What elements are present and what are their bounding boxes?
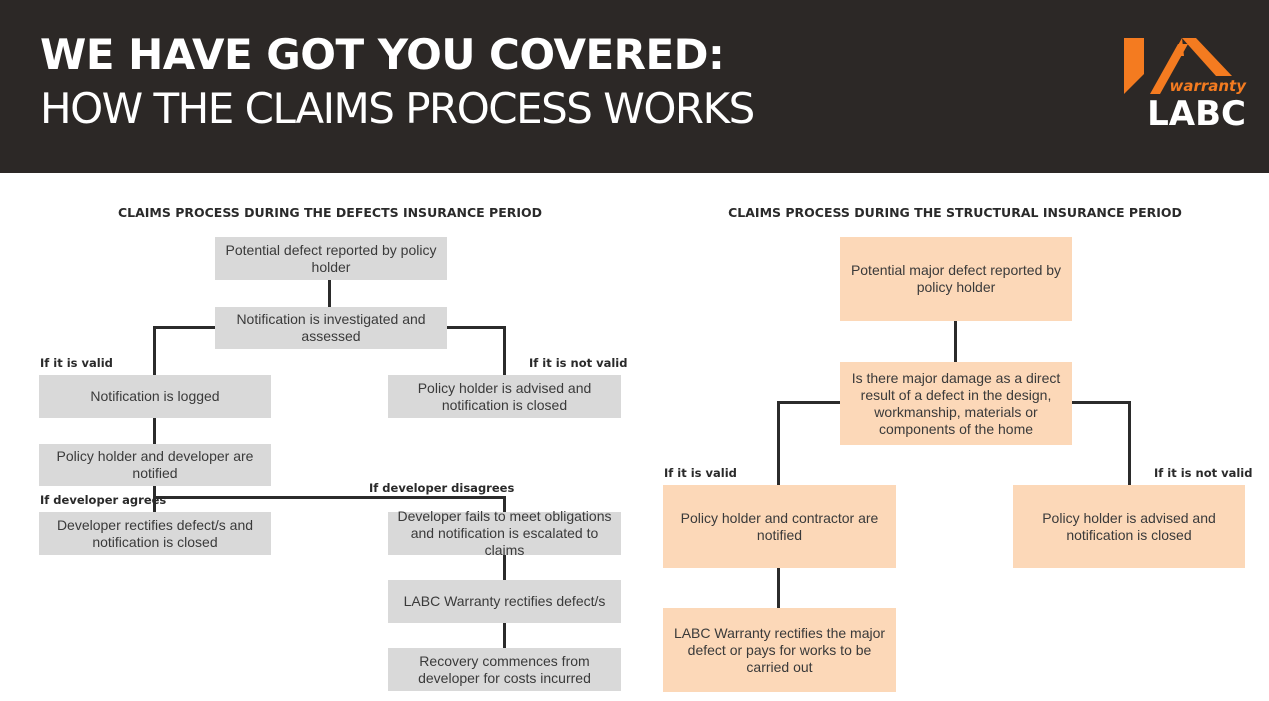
connector-line (328, 280, 331, 308)
connector-line (153, 485, 156, 513)
roof-logo-icon (1124, 38, 1232, 94)
labc-rectifies-box: LABC Warranty rectifies defect/s (388, 580, 621, 623)
connector-line (503, 621, 506, 649)
labc-warranty-logo: warranty LABC (1120, 36, 1250, 134)
major-damage-question-box: Is there major damage as a direct result… (840, 362, 1072, 445)
connector-line (503, 496, 506, 513)
logo-warranty-text: warranty (1169, 77, 1246, 95)
connector-line (777, 401, 780, 486)
developer-rectifies-box: Developer rectifies defect/s and notific… (39, 512, 271, 555)
advised-closed-box: Policy holder is advised and notificatio… (388, 375, 621, 418)
connector-line (153, 496, 506, 499)
connector-line (153, 326, 216, 329)
connector-line (777, 567, 780, 609)
developer-fails-box: Developer fails to meet obligations and … (388, 508, 621, 558)
investigated-box: Notification is investigated and assesse… (215, 307, 447, 349)
label-valid: If it is valid (664, 466, 737, 480)
notified-box: Policy holder and developer are notified (39, 444, 271, 486)
structural-advised-closed-box: Policy holder is advised and notificatio… (1013, 485, 1245, 568)
title-line-2: HOW THE CLAIMS PROCESS WORKS (40, 84, 755, 133)
connector-line (446, 326, 506, 329)
logged-box: Notification is logged (39, 375, 271, 418)
connector-line (503, 326, 506, 376)
connector-line (777, 401, 841, 404)
labc-rectifies-major-box: LABC Warranty rectifies the major defect… (663, 608, 896, 692)
title-line-1: WE HAVE GOT YOU COVERED: (40, 30, 725, 79)
label-not-valid: If it is not valid (1154, 466, 1253, 480)
contractor-notified-box: Policy holder and contractor are notifie… (663, 485, 896, 568)
recovery-box: Recovery commences from developer for co… (388, 648, 621, 691)
structural-section-title: CLAIMS PROCESS DURING THE STRUCTURAL INS… (728, 205, 1182, 220)
label-developer-agrees: If developer agrees (40, 493, 167, 507)
connector-line (1128, 401, 1131, 486)
connector-line (1071, 401, 1131, 404)
major-defect-reported-box: Potential major defect reported by polic… (840, 237, 1072, 321)
label-valid: If it is valid (40, 356, 113, 370)
logo-labc-text: LABC (1147, 94, 1246, 134)
defect-reported-box: Potential defect reported by policy hold… (215, 237, 447, 280)
defects-section-title: CLAIMS PROCESS DURING THE DEFECTS INSURA… (117, 205, 543, 220)
label-developer-disagrees: If developer disagrees (369, 481, 515, 495)
connector-line (153, 326, 156, 376)
connector-line (954, 320, 957, 362)
connector-line (503, 553, 506, 581)
label-not-valid: If it is not valid (529, 356, 628, 370)
header-banner: WE HAVE GOT YOU COVERED: HOW THE CLAIMS … (0, 0, 1269, 173)
connector-line (153, 417, 156, 445)
